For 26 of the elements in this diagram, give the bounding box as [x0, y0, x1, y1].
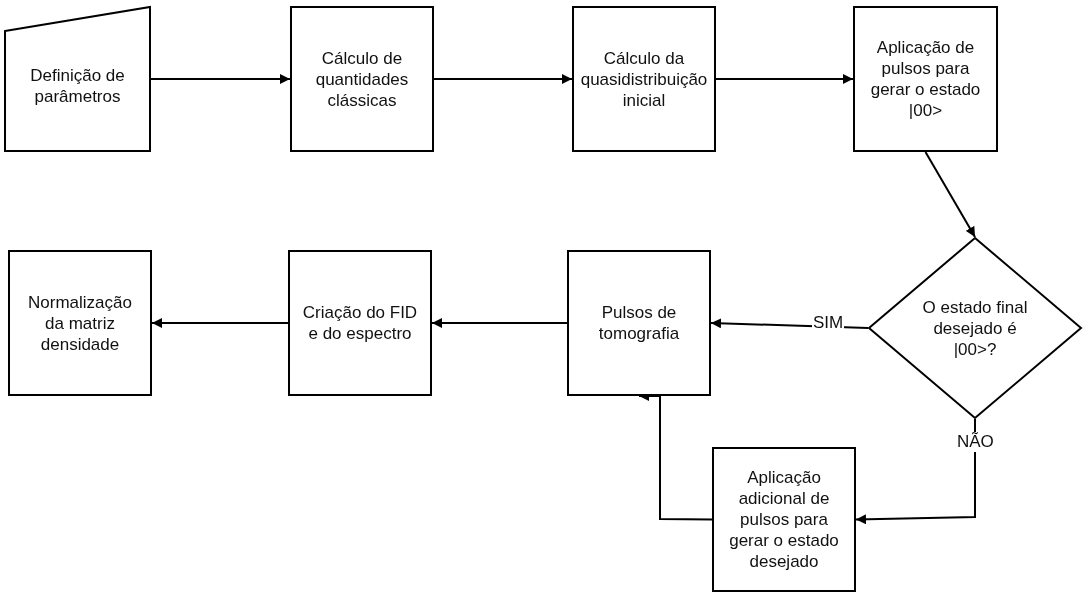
node-text: Cálculo da quasidistribuição inicial [579, 47, 709, 111]
arrow [431, 318, 568, 328]
arrow [715, 74, 854, 84]
node-text: Pulsos de tomografia [597, 302, 681, 344]
decision-diamond [868, 237, 1082, 419]
process-box [290, 6, 434, 152]
node-text: Aplicação adicional de pulsos para gerar o estado desejado [728, 467, 840, 572]
arrow [150, 74, 291, 84]
node-text: Cálculo de quantidades clássicas [314, 47, 410, 111]
node-text: Criação do FID e do espectro [301, 302, 419, 344]
arrow [151, 318, 289, 328]
process-box [288, 250, 432, 396]
node-text: O estado final desejado é |00>? [921, 296, 1029, 360]
process-box [572, 6, 716, 152]
arrow [433, 74, 573, 84]
node-text: Definição de parâmetros [29, 65, 126, 107]
node-text: Aplicação de pulsos para gerar o estado |00> [869, 37, 982, 121]
arrow [855, 418, 976, 525]
node-text: Normalização da matriz densidade [27, 291, 133, 355]
edge-label: NÃO [956, 432, 995, 452]
manual-input-shape [4, 6, 151, 152]
process-box [853, 6, 998, 152]
arrow [924, 151, 976, 238]
process-box [8, 250, 152, 396]
process-box [712, 447, 856, 592]
process-box [567, 250, 711, 396]
